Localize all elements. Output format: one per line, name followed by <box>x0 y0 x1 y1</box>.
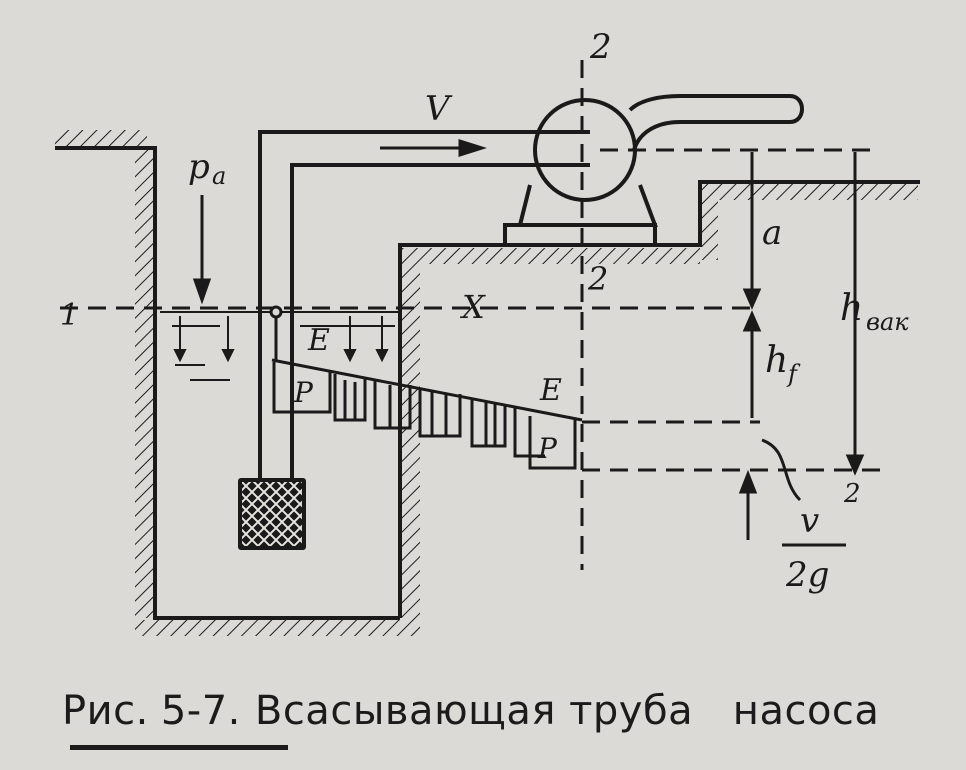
strainer-mesh <box>242 482 302 546</box>
label-pressure-left: P <box>293 376 314 409</box>
velocity-arrow <box>380 138 487 158</box>
ground-left <box>55 146 400 620</box>
hatch-tank-left <box>135 148 153 618</box>
label-dim-hf: h <box>765 340 788 381</box>
dimension-hvac <box>845 152 865 476</box>
ground-right <box>398 180 920 618</box>
label-dim-hvac: h <box>840 288 863 329</box>
label-velocity-head-den: 2g <box>785 555 829 595</box>
valve-rod <box>269 305 283 360</box>
dimension-velocity-head <box>738 438 802 540</box>
label-section-2-top: 2 <box>589 27 612 67</box>
caption-prefix: Рис. <box>62 688 149 734</box>
dimension-a <box>742 152 762 310</box>
label-dim-a: a <box>762 213 782 253</box>
dimension-hf <box>742 310 762 418</box>
pressure-arrows-surface <box>173 316 389 363</box>
water-surface <box>160 311 400 381</box>
label-velocity: V <box>425 89 453 129</box>
pump <box>503 94 804 247</box>
atm-pressure-arrow <box>192 195 212 305</box>
hatch-top-right <box>718 184 918 200</box>
label-energy-right: E <box>539 373 562 408</box>
caption-underline <box>70 745 288 750</box>
label-velocity-head-num: v <box>800 501 819 541</box>
pressure-histogram <box>272 362 577 470</box>
label-section-1: 1 <box>60 298 79 333</box>
label-dim-hvac-sub: вак <box>866 308 909 336</box>
hatch-tank-bottom <box>135 620 420 636</box>
label-energy-left: E <box>307 323 330 358</box>
label-pressure-right: P <box>537 432 558 465</box>
suction-pipe <box>258 130 590 478</box>
caption-number: 5-7. <box>160 688 241 734</box>
hatch-top-left <box>55 130 147 146</box>
figure-caption: Рис.5-7. Всасывающая труба насоса <box>62 688 952 748</box>
energy-line <box>271 358 760 424</box>
label-atm-pressure: p <box>188 147 210 187</box>
label-dim-hf-sub: f <box>786 360 801 388</box>
label-atm-pressure-sub: a <box>212 162 226 190</box>
caption-text: Всасывающая труба насоса <box>254 688 880 734</box>
label-section-2-mid: 2 <box>587 260 608 298</box>
hatch-ground-mid <box>420 248 700 264</box>
pump-suction-diagram: V p a 2 2 1 X E E P P a h f h вак v 2 2g <box>55 27 920 636</box>
hatch-step <box>702 184 718 260</box>
label-velocity-head-exp: 2 <box>843 479 861 509</box>
hatch-tank-right <box>402 248 420 620</box>
label-plane-x: X <box>459 288 486 326</box>
